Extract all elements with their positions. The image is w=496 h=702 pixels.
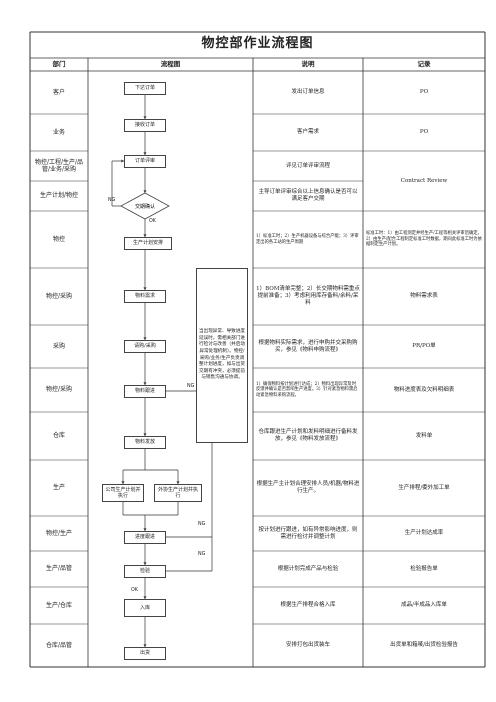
row-desc-12: 根据生产排程合格入库 — [280, 602, 336, 609]
row-record-8: 发料单 — [415, 432, 433, 439]
row-dept-3: 生产计划/物控 — [39, 192, 79, 200]
arrow-receive-review-head — [143, 152, 147, 155]
row-record-4: 标准工时：1）由工程测定并经生产/工程等相关评审后确定。2）由生产/配合工程制定… — [366, 231, 482, 248]
arrow-order-receive-head — [143, 116, 147, 119]
row-desc-11: 根据计划完成产品与检验 — [277, 565, 339, 572]
row-record-7: 物料进度表及欠料明细表 — [393, 386, 455, 393]
ng-label-follow: NG — [187, 384, 195, 389]
row-desc-4: 1）标准工时；2）生产机器设备与综合产能；3）评审定出的各工站的生产周期 — [256, 234, 359, 245]
row-record-13: 出货单和箱唛/出货检验报告 — [390, 642, 458, 649]
arrow-inspect-store-head — [143, 596, 147, 599]
ng-loop-c-head — [121, 159, 124, 163]
header-desc: 说明 — [301, 60, 315, 69]
arrow-review-delivery-head — [143, 190, 147, 193]
row-record-11: 检验报告单 — [410, 565, 438, 572]
flow-internal: 公司生产计划并执行 — [102, 484, 144, 502]
row-dept-7: 物控/采购 — [45, 386, 73, 394]
header-record: 记录 — [417, 60, 431, 69]
row-dept-0: 客户 — [52, 88, 65, 96]
arrow-delivery-plan-head — [143, 234, 147, 237]
flow-material-need: 物料需求 — [124, 290, 166, 303]
row-desc-10: 按计划进行跟进，如有异常影响进度，则需进行检讨并调整计划 — [258, 526, 358, 540]
ng-label-delivery: NG — [108, 198, 116, 203]
row-desc-9: 根据生产主计划合理安排人员/机器/物料进行生产。 — [256, 481, 360, 494]
row-record-1: PO — [419, 129, 429, 136]
flow-review: 订单评审 — [124, 155, 166, 168]
row-desc-8: 仓库跟进生产计划和发料明细进行备料发放，参见《物料发放流程》 — [258, 429, 358, 442]
ok-label-delivery: OK — [149, 219, 156, 224]
row-desc-5: 1）BOM清单完整；2）长交期物料需重点提前准备；3）考虑利用库存备料/余料/呆… — [256, 286, 360, 306]
flow-outsource: 外协生产计划并执行 — [154, 484, 202, 502]
row-dept-9: 生产 — [52, 484, 65, 492]
row-dept-11: 生产/品管 — [45, 565, 73, 573]
row-desc-6: 根据物料实际需求，进行申购并交采购购买，参见《物料申购流程》 — [258, 339, 358, 353]
row-dept-13: 仓库/品管 — [45, 641, 73, 649]
arrow-plan-need-head — [143, 287, 147, 290]
row-dept-12: 生产/仓库 — [45, 601, 73, 609]
arrow-branch-outsource-head — [176, 481, 180, 484]
row-record-12: 成品/半成品入库单 — [401, 602, 447, 609]
header-flow: 流程图 — [160, 60, 181, 69]
exception-note: 当出现异常、导致进度延误时，需相关部门进行检讨与改善（并启动异常处理机制）。物控… — [196, 268, 248, 443]
row-dept-6: 采购 — [52, 342, 65, 350]
ok-label-inspect: OK — [131, 588, 138, 593]
arrow-merge-progress-head — [143, 528, 147, 531]
row-desc-1: 客户需求 — [296, 129, 319, 136]
row-desc-0: 发出订单信息 — [291, 89, 325, 96]
ng-label-inspect: NG — [198, 552, 206, 557]
flow-inspect: 检验 — [124, 565, 166, 578]
arrow-purchase-follow-head — [143, 382, 147, 385]
delivery-decision-label: 交期确认 — [135, 203, 155, 210]
header-dept: 部门 — [52, 60, 66, 69]
flow-progress: 进度跟进 — [124, 531, 166, 544]
row-dept-5: 物控/采购 — [45, 292, 73, 300]
row-desc-2: 评见订单评审流程 — [285, 162, 330, 169]
flow-receive: 接收订单 — [124, 119, 166, 132]
row-dept-8: 仓库 — [52, 432, 65, 440]
row-dept-4: 物控 — [52, 235, 65, 243]
row-desc-3: 主导订单评审综合以上信息确认是否可以满足客户交期 — [258, 189, 358, 202]
flow-ship: 出货 — [124, 647, 166, 660]
row-desc-7: 1）确保物料按计划进行达成；2）物料出现异常及时反馈并确认是否影响生产进度。3）… — [256, 381, 358, 398]
arrow-progress-inspect-head — [143, 562, 147, 565]
arrow-store-ship-head — [143, 644, 147, 647]
flow-store: 入库 — [124, 599, 166, 617]
flow-order: 下达订单 — [124, 82, 166, 95]
flow-plan: 生产计划安排 — [124, 237, 172, 250]
row-dept-10: 物控/生产 — [45, 529, 73, 537]
arrow-follow-issue-head — [143, 433, 147, 436]
ng-label-progress: NG — [198, 522, 206, 527]
row-record-6: PR/PO单 — [412, 343, 436, 350]
page-title: 物控部作业流程图 — [201, 36, 314, 52]
flow-follow: 物料跟进 — [124, 385, 166, 398]
flow-issue: 物料发放 — [124, 436, 166, 449]
arrow-branch-internal-head — [121, 481, 125, 484]
row-record-5: 物料需求表 — [410, 293, 438, 300]
row-dept-2: 物控/工程/生产/品管/业务/采购 — [34, 158, 84, 174]
row-desc-13: 安排打包出货装车 — [285, 642, 330, 649]
arrow-need-purchase-head — [143, 337, 147, 340]
row-dept-1: 业务 — [52, 128, 65, 136]
flow-purchase: 请购/采购 — [124, 340, 166, 353]
row-record-0: PO — [419, 89, 429, 96]
row-record-10: 生产计划达成率 — [404, 530, 444, 537]
contract-review-record: Contract Review — [400, 177, 448, 184]
row-record-9: 生产排程/委外加工单 — [398, 484, 450, 491]
